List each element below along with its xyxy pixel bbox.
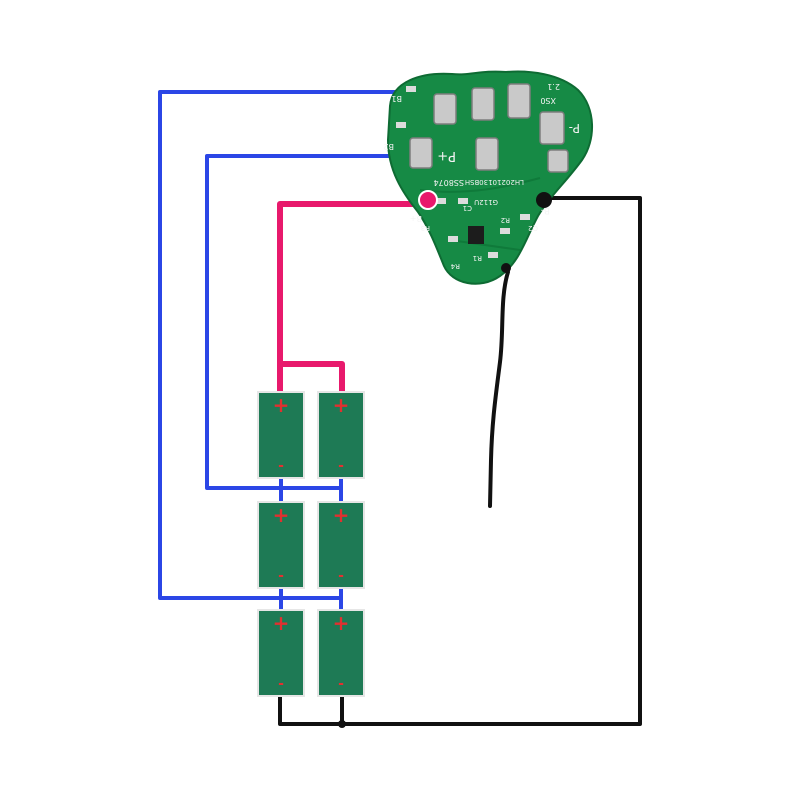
mosfet (433, 93, 457, 125)
pad-b-minus (536, 192, 552, 208)
label-r2: R2 (501, 216, 510, 224)
label-r1: R1 (473, 254, 482, 262)
label-model: SS8074 (433, 178, 464, 187)
mosfet (507, 83, 531, 119)
resistor (458, 198, 468, 204)
label-b-plus: B+ (410, 214, 422, 223)
cell-negative-sign: - (278, 458, 284, 474)
cell-negative-sign: - (338, 458, 344, 474)
battery-cell: +- (317, 391, 365, 479)
battery-cell: +- (257, 609, 305, 697)
battery-cell: +- (257, 501, 305, 589)
resistor (520, 214, 530, 220)
pcb-trace (449, 239, 521, 251)
p-minus-output-lead (488, 270, 510, 508)
label-q: Q2 (528, 224, 538, 232)
cell-positive-sign: + (333, 611, 350, 635)
label-c1: C1 (463, 204, 472, 212)
wires (158, 90, 642, 728)
label-xs: XS0 (540, 96, 556, 105)
silkscreen: B1 B2 P- P+ B+ B- SS8074 LH20210130BSH X… (383, 82, 580, 270)
label-r4: R4 (450, 262, 460, 270)
resistor (396, 122, 406, 128)
label-ic: G112U (474, 198, 498, 206)
resistor (448, 236, 458, 242)
label-version: 2.1 (547, 82, 560, 91)
protection-ic (468, 226, 484, 244)
pcb-trace (419, 177, 541, 193)
battery-cell: +- (317, 609, 365, 697)
battery-cells: +-+-+-+-+-+- (257, 391, 365, 697)
mosfet (475, 137, 499, 171)
negative-junction-dot (338, 720, 346, 728)
battery-cell: +- (317, 501, 365, 589)
positive-wire-bridge (280, 361, 345, 396)
mosfet (409, 137, 433, 169)
label-b2: B2 (383, 142, 394, 151)
resistor (406, 86, 416, 92)
balance-wire-b1 (158, 90, 398, 600)
resistor (488, 252, 498, 258)
cell-positive-sign: + (333, 503, 350, 527)
balance-wire-b2 (205, 154, 392, 490)
resistor (434, 198, 446, 204)
positive-wire (277, 201, 428, 396)
mosfet-row (409, 83, 569, 173)
cell-negative-sign: - (278, 676, 284, 692)
mosfet (539, 111, 565, 145)
cell-body (257, 609, 305, 697)
cell-body (317, 609, 365, 697)
label-p-minus: P- (569, 121, 580, 135)
cell-body (257, 391, 305, 479)
mosfet (471, 87, 495, 121)
pad-b-plus (418, 190, 438, 210)
cell-positive-sign: + (273, 611, 290, 635)
label-r3: R3 (421, 224, 430, 232)
cell-body (317, 501, 365, 589)
cell-negative-sign: - (278, 568, 284, 584)
label-p-plus: P+ (437, 148, 456, 163)
cell-body (257, 501, 305, 589)
label-b-minus: B- (541, 205, 550, 215)
resistor (500, 228, 510, 234)
mosfet (547, 149, 569, 173)
label-date: LH20210130BSH (465, 178, 524, 186)
label-b1: B1 (391, 94, 402, 103)
cell-negative-sign: - (338, 568, 344, 584)
cell-positive-sign: + (273, 393, 290, 417)
pad-p-minus (501, 263, 511, 273)
cell-positive-sign: + (333, 393, 350, 417)
bms-board: B1 B2 P- P+ B+ B- SS8074 LH20210130BSH X… (383, 70, 593, 285)
cell-negative-sign: - (338, 676, 344, 692)
battery-cell: +- (257, 391, 305, 479)
cell-positive-sign: + (273, 503, 290, 527)
smd-components (396, 86, 530, 258)
negative-wire (278, 196, 642, 726)
cell-body (317, 391, 365, 479)
